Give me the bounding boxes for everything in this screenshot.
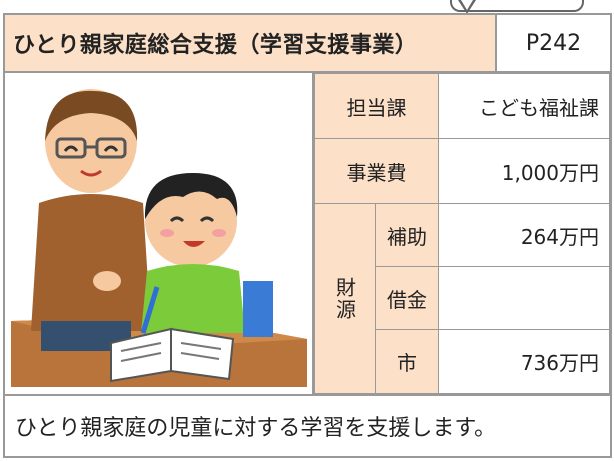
department-value: こども福祉課 xyxy=(438,73,610,139)
loan-label: 借金 xyxy=(375,266,439,330)
cost-label: 事業費 xyxy=(314,138,439,204)
page-number: P242 xyxy=(495,13,612,73)
subsidy-value: 264万円 xyxy=(438,203,610,267)
subsidy-label: 補助 xyxy=(375,203,439,267)
details-area: 担当課 こども福祉課 事業費 1,000万円 財源 補助 264万円 借金 市 … xyxy=(3,71,612,396)
department-label: 担当課 xyxy=(314,73,439,139)
funding-label-cell: 財源 xyxy=(314,203,376,394)
program-title: ひとり親家庭総合支援（学習支援事業） xyxy=(3,13,497,73)
city-label: 市 xyxy=(375,329,439,394)
illustration-panel xyxy=(5,73,314,394)
parent-helping-child-study-illustration xyxy=(11,89,307,387)
program-description: ひとり親家庭の児童に対する学習を支援します。 xyxy=(3,396,612,458)
funding-label: 財源 xyxy=(332,276,357,321)
speech-bubble-tail-inner xyxy=(461,0,473,10)
city-value: 736万円 xyxy=(438,329,610,394)
info-grid: 担当課 こども福祉課 事業費 1,000万円 財源 補助 264万円 借金 市 … xyxy=(314,73,610,394)
loan-value xyxy=(438,266,610,330)
speech-bubble-decoration xyxy=(450,0,584,12)
cost-value: 1,000万円 xyxy=(438,138,610,204)
title-row: ひとり親家庭総合支援（学習支援事業） P242 xyxy=(3,13,612,73)
